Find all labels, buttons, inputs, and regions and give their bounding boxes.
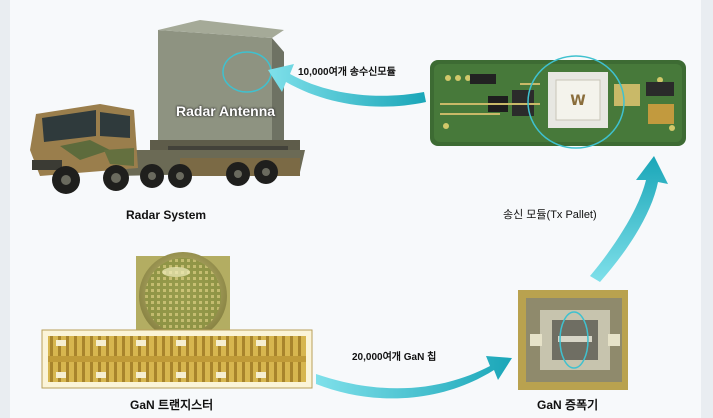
gan-amplifier-image <box>518 290 628 390</box>
radar-antenna-label: Radar Antenna <box>176 103 276 119</box>
radar-system-image <box>30 20 305 194</box>
tx-pallet-image: W <box>430 55 686 149</box>
right-border <box>701 0 713 418</box>
gan-amplifier-label: GaN 증폭기 <box>537 398 599 412</box>
tx-pallet-label: 송신 모듈(Tx Pallet) <box>503 209 597 221</box>
arrow-transistor-to-amplifier <box>316 356 512 399</box>
radar-system-label: Radar System <box>126 208 207 222</box>
gan-chips-label: 20,000여개 GaN 칩 <box>352 352 437 363</box>
gan-transistor-image <box>41 252 313 389</box>
svg-text:W: W <box>570 93 585 109</box>
amplifier-chip-highlight <box>559 311 589 369</box>
tx-module-highlight <box>527 55 625 149</box>
gan-wafer <box>145 258 221 334</box>
left-border <box>0 0 10 418</box>
gan-transistor-label: GaN 트랜지스터 <box>130 398 214 412</box>
arrow-pallet-to-antenna <box>268 64 426 107</box>
arrow-amplifier-to-pallet <box>590 156 668 282</box>
antenna-modules-label: 10,000여개 송수신모듈 <box>298 67 396 78</box>
radar-antenna-panel <box>158 30 272 148</box>
